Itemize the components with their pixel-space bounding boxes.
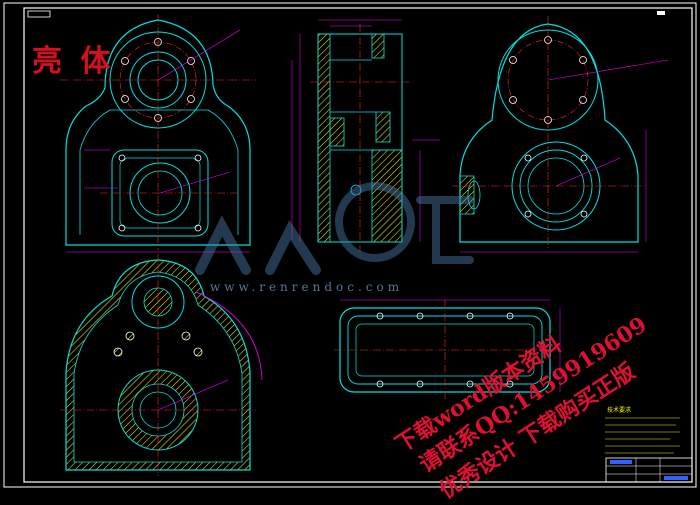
section-hatch — [329, 117, 345, 147]
designer-stamp: 亮 体 — [32, 44, 115, 79]
technical-notes-title: 技术要求 — [607, 407, 632, 414]
title-block — [605, 457, 693, 483]
bolt-hole — [187, 95, 195, 103]
side-boss — [459, 175, 475, 215]
bolt-hole — [466, 312, 474, 320]
front-view-inner-body — [79, 109, 239, 235]
watermark-logo-ring — [335, 182, 415, 262]
title-block-frame — [605, 457, 693, 483]
section-hatch — [371, 33, 385, 59]
watermark-logo-stroke — [416, 196, 474, 264]
bolt-hole — [506, 312, 514, 320]
corner-mark — [657, 11, 665, 15]
title-block-cell — [610, 460, 632, 464]
watermark-logo-stroke — [195, 215, 251, 275]
section-hatch — [371, 149, 403, 243]
bolt-hole — [579, 96, 587, 104]
side-port — [467, 180, 481, 210]
bolt-hole — [181, 331, 191, 341]
bolt-hole — [193, 347, 203, 357]
bolt-hole — [118, 224, 126, 232]
bolt-hole — [416, 380, 424, 388]
leader-line — [555, 157, 621, 187]
bolt-hole — [194, 154, 202, 162]
leader-line — [157, 29, 241, 81]
cad-drawing — [3, 2, 697, 488]
watermark-logo — [195, 182, 474, 275]
technical-notes — [605, 417, 680, 454]
bolt-hole — [121, 95, 129, 103]
section-hole — [350, 184, 362, 196]
section-view — [291, 19, 440, 252]
side-view-outline — [459, 23, 639, 243]
leader-line — [159, 171, 231, 194]
top-view — [334, 299, 561, 400]
inner-frame — [23, 7, 693, 483]
front-view — [60, 14, 256, 253]
bolt-hole — [187, 57, 195, 65]
plan-upper-boss — [131, 275, 185, 329]
bolt-hole — [580, 154, 588, 162]
bolt-hole — [524, 154, 532, 162]
section-hatch — [375, 111, 391, 143]
side-view — [452, 16, 669, 253]
leader-line — [157, 379, 229, 411]
drawing-number-box — [27, 10, 51, 18]
bolt-hole — [506, 380, 514, 388]
magenta-outline — [195, 291, 263, 381]
bolt-hole — [579, 56, 587, 64]
watermark-url: www.renrendoc.com — [210, 280, 404, 294]
bolt-hole — [466, 380, 474, 388]
bolt-hole — [580, 210, 588, 218]
title-block-cell — [664, 476, 688, 480]
bolt-hole — [376, 312, 384, 320]
bolt-hole — [509, 96, 517, 104]
bolt-hole — [524, 210, 532, 218]
bolt-hole — [194, 224, 202, 232]
bolt-hole — [125, 331, 135, 341]
bolt-hole — [118, 154, 126, 162]
bolt-hole — [416, 312, 424, 320]
bolt-hole — [509, 56, 517, 64]
watermark-logo-stroke — [265, 219, 321, 275]
section-hatch — [317, 33, 331, 243]
leader-line — [547, 59, 669, 81]
bolt-hole — [113, 347, 123, 357]
plan-section-view — [60, 254, 263, 476]
bolt-hole — [121, 57, 129, 65]
outer-frame — [3, 2, 697, 488]
bolt-hole — [376, 380, 384, 388]
